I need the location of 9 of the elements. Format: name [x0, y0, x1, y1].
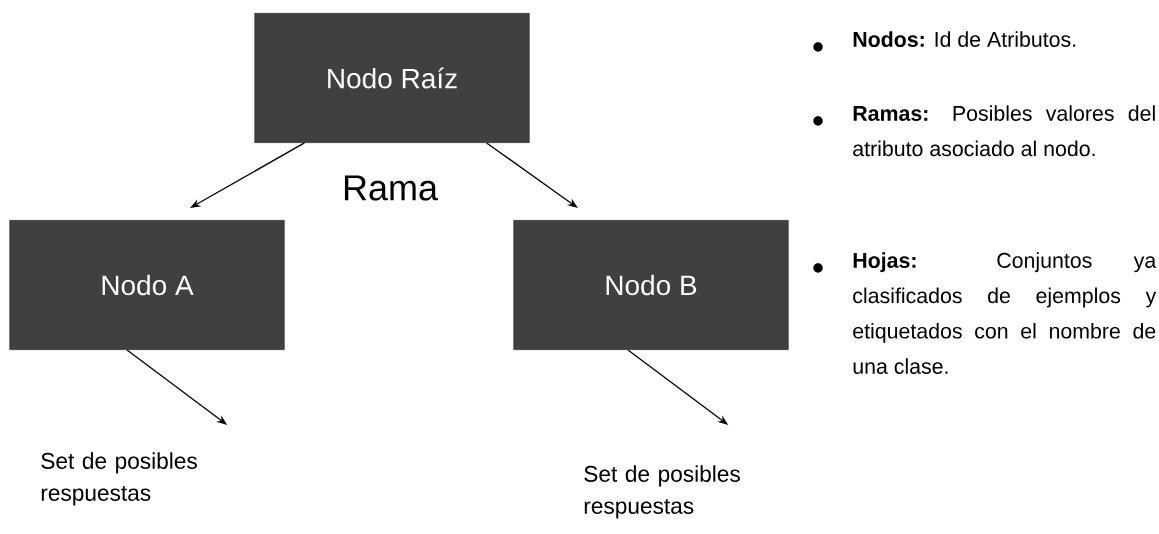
process-box: Nodo A	[9, 220, 285, 350]
leaf-text: Set de posibles respuestas	[584, 465, 740, 519]
leaf-text: Set de posibles respuestas	[41, 452, 197, 506]
bullet-text: Ramas: Posibles valores del atributo asociado al nodo.	[853, 105, 1155, 157]
process-box: Nodo B	[513, 220, 789, 350]
process-box: Nodo Raíz	[254, 13, 530, 143]
bullet-text: Hojas: Conjuntos ya clasificados de ejemplos y etiquetados con el nombre de una clase.	[853, 252, 1157, 374]
branch-label: Rama	[344, 175, 438, 201]
bullet-text: Nodos: Id de Atributos.	[853, 31, 1076, 47]
